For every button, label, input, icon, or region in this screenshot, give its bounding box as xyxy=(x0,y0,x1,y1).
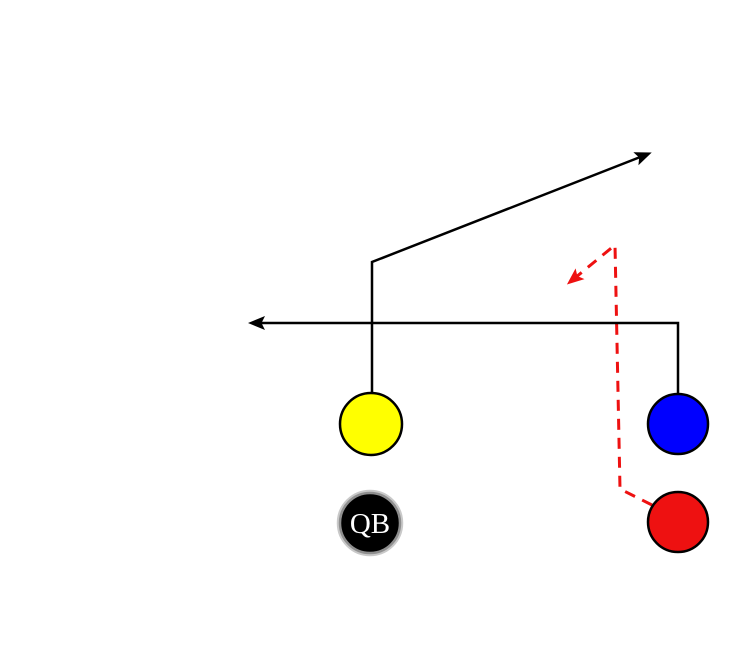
route-yellow-receiver-corner[interactable] xyxy=(370,152,652,394)
players-layer: QB xyxy=(336,391,710,557)
route-blue-receiver-drag[interactable] xyxy=(248,316,680,395)
running-back-red-circle[interactable] xyxy=(646,490,710,554)
routes-layer xyxy=(248,152,680,507)
receiver-blue-circle[interactable] xyxy=(646,392,710,456)
quarterback-circle[interactable] xyxy=(338,491,402,555)
receiver-yellow-circle[interactable] xyxy=(338,391,404,457)
player-receiver-blue[interactable] xyxy=(646,392,710,456)
quarterback-outer-ring xyxy=(336,489,404,557)
route-red-back-hook[interactable] xyxy=(566,241,653,507)
player-running-back-red[interactable] xyxy=(646,490,710,554)
player-receiver-yellow[interactable] xyxy=(338,391,404,457)
player-quarterback[interactable]: QB xyxy=(336,489,404,557)
